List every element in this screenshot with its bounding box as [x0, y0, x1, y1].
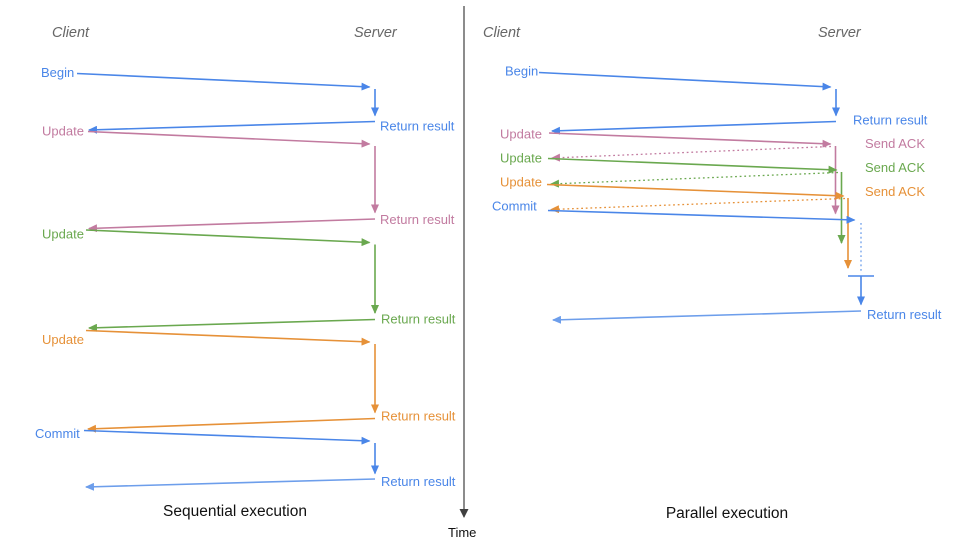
sequential-title: Sequential execution [163, 503, 307, 520]
seq-update1-return-line [88, 218, 376, 233]
seq-update2-return-line [88, 318, 376, 332]
seq-begin-label: Begin [41, 65, 74, 80]
seq-update3-result-label: Return result [381, 409, 456, 424]
seq-update3-request-line [85, 329, 371, 346]
time-axis: Time [448, 6, 476, 540]
seq-update3-return-line [87, 417, 376, 433]
seq-commit-result-label: Return result [381, 474, 456, 489]
seq-client-label: Client [52, 25, 90, 41]
seq-commit-label: Commit [35, 426, 80, 441]
par-begin-label: Begin [505, 64, 538, 79]
par-update2-label: Update [500, 151, 542, 166]
seq-update1-result-label: Return result [380, 212, 455, 227]
seq-update2-request-line [85, 229, 371, 247]
seq-update1-label: Update [42, 124, 84, 139]
par-update1-ack-line [551, 145, 832, 162]
par-begin-request-line [538, 71, 832, 91]
par-update3-request-line [546, 183, 845, 200]
par-commit-request-line [547, 209, 856, 224]
seq-begin-return-line [88, 120, 376, 134]
parallel-diagram: Client Server Begin Return result Update… [483, 25, 942, 522]
seq-begin-result-label: Return result [380, 119, 455, 134]
seq-begin-request-line [76, 72, 371, 91]
par-begin-result-label: Return result [853, 113, 928, 128]
par-update2-ack-line [550, 171, 839, 188]
par-update1-request-line [548, 132, 832, 148]
seq-update1-request-line [87, 130, 371, 148]
par-update2-request-line [547, 157, 838, 174]
par-commit-result-label: Return result [867, 307, 942, 322]
seq-commit-request-line [83, 429, 371, 445]
par-update1-ack-label: Send ACK [865, 136, 925, 151]
par-update3-ack-line [550, 197, 846, 214]
seq-update3-label: Update [42, 332, 84, 347]
par-final-return-line [552, 310, 862, 324]
par-update3-label: Update [500, 175, 542, 190]
par-server-label: Server [818, 25, 862, 41]
par-begin-return-line [551, 120, 837, 135]
par-update2-ack-label: Send ACK [865, 160, 925, 175]
seq-server-label: Server [354, 25, 398, 41]
seq-update2-label: Update [42, 227, 84, 242]
sequential-diagram: Client Server Begin Return result Update… [35, 25, 456, 520]
parallel-title: Parallel execution [666, 505, 788, 522]
par-client-label: Client [483, 25, 521, 41]
seq-update2-result-label: Return result [381, 312, 456, 327]
par-commit-label: Commit [492, 199, 537, 214]
time-axis-label: Time [448, 525, 476, 540]
par-update1-label: Update [500, 127, 542, 142]
par-update3-ack-label: Send ACK [865, 184, 925, 199]
seq-commit-return-line [85, 478, 376, 491]
